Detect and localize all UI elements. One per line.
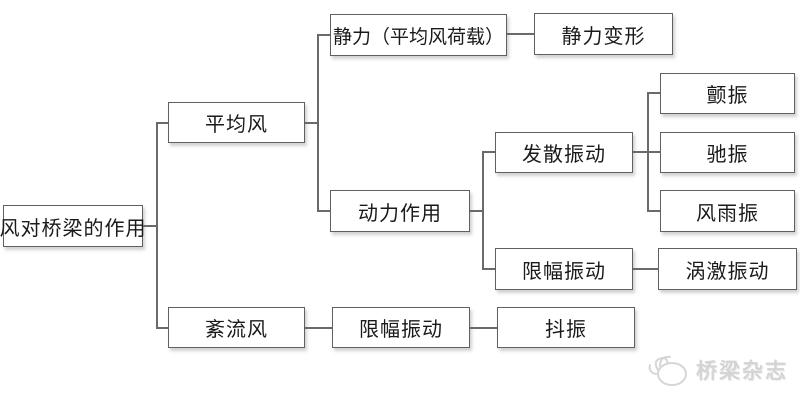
node-limited-amplitude-vibration-lower: 限幅振动 [332, 307, 470, 348]
connector [318, 210, 330, 212]
connector [157, 327, 168, 329]
node-rain-wind-vibration: 风雨振 [660, 190, 795, 232]
node-static-deformation: 静力变形 [534, 13, 673, 55]
node-galloping: 驰振 [660, 132, 795, 173]
connector [470, 327, 497, 329]
connector [648, 92, 660, 94]
node-vortex-induced-vibration: 涡激振动 [658, 248, 797, 290]
connector [647, 92, 649, 212]
connector [318, 34, 330, 36]
bird-logo-icon [648, 355, 687, 386]
connector [157, 122, 168, 124]
connector [507, 33, 534, 35]
connector [317, 34, 319, 212]
connector [470, 210, 483, 212]
connector [305, 122, 318, 124]
node-static-force: 静力（平均风荷载） [330, 14, 507, 56]
node-mean-wind: 平均风 [168, 102, 305, 143]
connector [483, 268, 495, 270]
node-dynamic-action: 动力作用 [330, 190, 470, 232]
node-root: 风对桥梁的作用 [0, 205, 146, 247]
node-divergent-vibration: 发散振动 [495, 132, 633, 173]
connector [156, 122, 158, 329]
connector [143, 225, 157, 227]
watermark-logo: 桥梁杂志 [646, 348, 788, 392]
watermark-text: 桥梁杂志 [696, 360, 788, 383]
node-limited-amplitude-vibration-upper: 限幅振动 [495, 248, 633, 290]
connector [483, 151, 495, 153]
connector [633, 151, 660, 153]
connector [633, 268, 658, 270]
connector [305, 327, 332, 329]
node-buffeting: 抖振 [497, 307, 635, 348]
connector [648, 210, 660, 212]
node-flutter: 颤振 [660, 73, 795, 114]
connector [482, 151, 484, 270]
node-turbulent-wind: 紊流风 [168, 307, 305, 348]
